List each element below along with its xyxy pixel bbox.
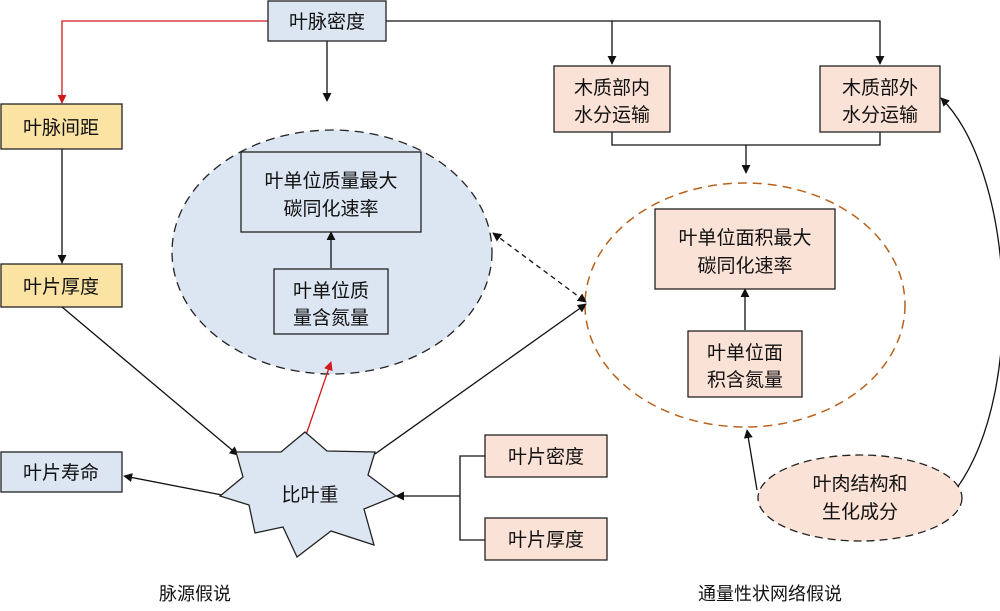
edge-lma-to-mass-group bbox=[304, 361, 333, 439]
node-xylem-outer: 木质部外 水分运输 bbox=[819, 65, 941, 133]
edge-mesophyll-to-area-group bbox=[743, 429, 758, 491]
edge-lma-to-lifespan bbox=[123, 473, 223, 496]
node-mass-amax-line2: 碳同化速率 bbox=[283, 198, 378, 220]
node-leaf-thickness-right-label: 叶片厚度 bbox=[508, 529, 584, 551]
node-xylem-inner-line1: 木质部内 bbox=[574, 77, 650, 99]
node-mesophyll-line1: 叶肉结构和 bbox=[812, 473, 907, 495]
node-xylem-inner: 木质部内 水分运输 bbox=[553, 65, 671, 133]
node-vein-density-label: 叶脉密度 bbox=[289, 11, 365, 33]
node-area-amax-line1: 叶单位面积最大 bbox=[678, 227, 811, 249]
caption-flux-trait-network-hypothesis: 通量性状网络假说 bbox=[698, 584, 842, 605]
edge-vein-density-to-xylem-outer bbox=[612, 20, 885, 65]
node-xylem-inner-line2: 水分运输 bbox=[574, 104, 650, 126]
caption-vein-origin-hypothesis: 脉源假说 bbox=[159, 584, 231, 605]
node-mass-amax-line1: 叶单位质量最大 bbox=[264, 170, 397, 192]
node-lma: 比叶重 bbox=[218, 431, 398, 559]
edge-mass-area-link bbox=[492, 232, 587, 303]
node-leaf-density: 叶片密度 bbox=[484, 434, 608, 478]
node-leaf-thickness-left-label: 叶片厚度 bbox=[23, 276, 99, 298]
node-xylem-outer-line2: 水分运输 bbox=[842, 104, 918, 126]
node-area-amax: 叶单位面积最大 碳同化速率 bbox=[654, 208, 836, 290]
node-leaf-lifespan-label: 叶片寿命 bbox=[23, 462, 99, 484]
node-leaf-thickness-right: 叶片厚度 bbox=[484, 517, 608, 561]
edge-vein-density-to-xylem-inner bbox=[386, 20, 617, 65]
node-xylem-outer-line1: 木质部外 bbox=[842, 77, 918, 99]
node-mass-nitrogen-line2: 量含氮量 bbox=[293, 307, 369, 329]
node-mass-amax: 叶单位质量最大 碳同化速率 bbox=[240, 151, 422, 233]
node-mesophyll: 叶肉结构和 生化成分 bbox=[757, 454, 963, 542]
node-area-amax-line2: 碳同化速率 bbox=[697, 255, 792, 277]
edge-density-thickness-merge bbox=[459, 455, 485, 541]
node-area-nitrogen-line1: 叶单位面 bbox=[707, 342, 783, 364]
edge-thickness-to-lma bbox=[61, 306, 239, 456]
edge-xylem-merge bbox=[611, 132, 881, 146]
edge-mesophyll-to-xylem-outer bbox=[940, 97, 1000, 489]
node-area-nitrogen-line2: 积含氮量 bbox=[707, 369, 783, 391]
node-vein-density: 叶脉密度 bbox=[267, 0, 387, 42]
node-mass-nitrogen: 叶单位质 量含氮量 bbox=[273, 268, 389, 335]
node-mesophyll-line2: 生化成分 bbox=[822, 501, 898, 523]
node-leaf-lifespan: 叶片寿命 bbox=[0, 451, 123, 493]
node-vein-spacing-label: 叶脉间距 bbox=[23, 117, 99, 139]
node-lma-label: 比叶重 bbox=[281, 484, 338, 506]
node-vein-spacing: 叶脉间距 bbox=[0, 103, 123, 150]
node-area-nitrogen: 叶单位面 积含氮量 bbox=[687, 330, 803, 398]
node-mass-nitrogen-line1: 叶单位质 bbox=[293, 280, 369, 302]
node-leaf-density-label: 叶片密度 bbox=[508, 446, 584, 468]
node-leaf-thickness-left: 叶片厚度 bbox=[0, 263, 123, 308]
edge-lma-to-area-group bbox=[374, 303, 587, 455]
edge-vein-density-to-vein-spacing bbox=[57, 20, 268, 104]
